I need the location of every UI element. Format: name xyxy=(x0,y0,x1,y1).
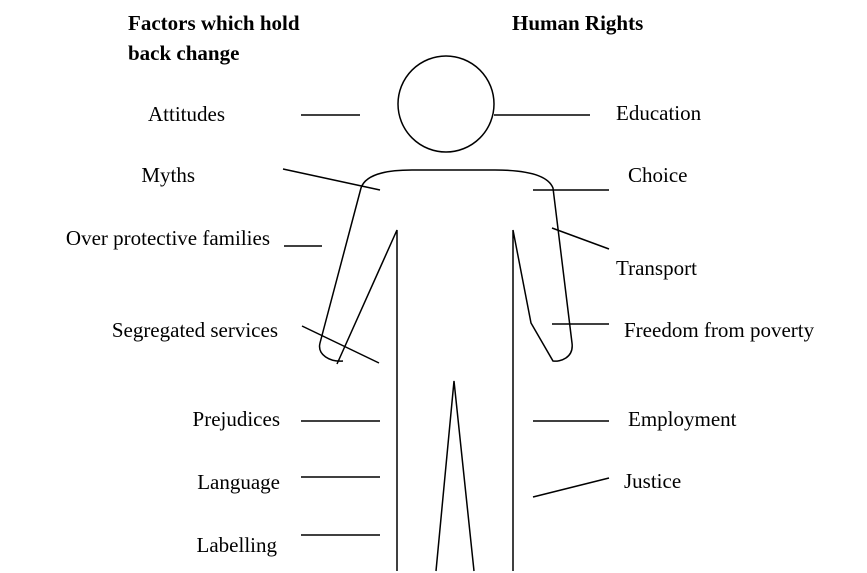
connector-justice xyxy=(532,477,610,498)
factor-language: Language xyxy=(197,470,280,494)
right-choice: Choice xyxy=(628,163,688,187)
figure-body-outline xyxy=(318,169,573,571)
figure-left-arm-inner xyxy=(336,229,398,571)
connector-segregated-services xyxy=(301,325,380,364)
factor-over-protective-families: Over protective families xyxy=(65,226,270,250)
factor-labelling: Labelling xyxy=(196,533,277,557)
figure-legs-divide xyxy=(435,380,475,572)
right-education: Education xyxy=(616,101,702,125)
factor-prejudices: Prejudices xyxy=(192,407,280,431)
factors-heading-line-1: Factors which hold xyxy=(128,11,300,35)
right-transport: Transport xyxy=(616,256,697,280)
factor-attitudes: Attitudes xyxy=(148,102,225,126)
factors-heading-line-2: back change xyxy=(128,41,240,65)
rights-heading: Human Rights xyxy=(512,11,644,35)
connector-myths xyxy=(282,168,381,191)
right-freedom-from-poverty: Freedom from poverty xyxy=(624,318,815,342)
connector-transport xyxy=(551,227,610,250)
factor-segregated-services: Segregated services xyxy=(111,318,278,342)
right-employment: Employment xyxy=(628,407,737,431)
factor-myths: Myths xyxy=(141,163,195,187)
figure-head xyxy=(397,55,495,153)
right-justice: Justice xyxy=(624,469,682,493)
factors-heading: Factors which hold back change xyxy=(128,8,300,68)
